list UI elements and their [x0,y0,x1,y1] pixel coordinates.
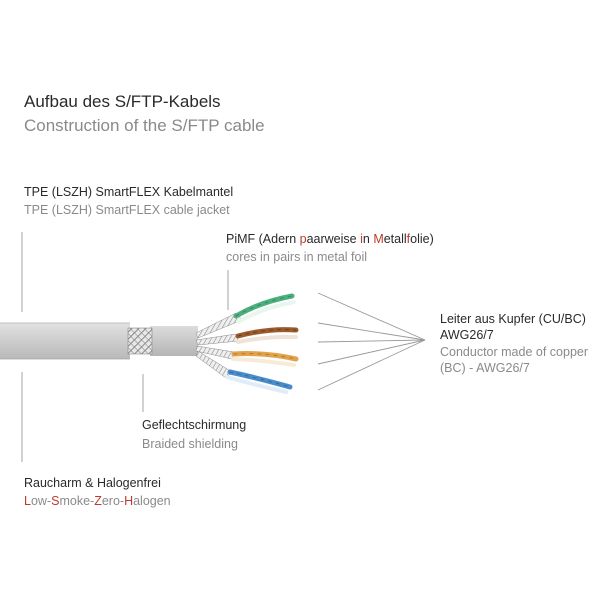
leader-conductor-3 [317,339,426,343]
pair-brown [235,327,299,344]
pair-green [233,293,296,324]
label-lszh-en-part: S [51,494,60,508]
leader-conductor-5 [317,339,426,391]
label-jacket-en: TPE (LSZH) SmartFLEX cable jacket [24,203,230,217]
label-conductor-en-1: Conductor made of copper [440,345,589,359]
braided-shield [127,327,153,355]
label-conductor-en-2: (BC) - AWG26/7 [440,361,530,375]
foil-pairs [195,312,243,379]
label-conductor-de-2: AWG26/7 [440,328,494,342]
label-pimf-de-part: PiMF (Adern [226,232,300,246]
label-pimf-de-part: p [299,232,307,246]
label-lszh-en-part: ero- [101,494,125,508]
label-lszh-en-part: Z [94,494,102,508]
label-lszh-en-part: ow- [30,494,52,508]
label-lszh-en-part: alogen [133,494,171,508]
leader-conductor-2 [317,322,426,341]
inner-sheath [150,326,198,356]
label-lszh-en-part: H [124,494,134,508]
label-lszh-en-part: moke- [59,494,95,508]
leader-conductor-4 [317,339,426,365]
leader-conductor-1 [317,292,426,341]
title-german: Aufbau des S/FTP-Kabels [24,92,221,111]
pair-blue [225,369,293,394]
label-pimf-de-part: n [362,232,374,246]
label-pimf-de-part: i [360,232,363,246]
label-pimf-de-part: M [373,232,384,246]
label-lszh-en: Low-Smoke-Zero-Halogen [24,494,171,508]
label-braid-de: Geflechtschirmung [142,418,247,432]
leader-lines [21,232,426,462]
label-pimf-en: cores in pairs in metal foil [226,250,368,264]
label-pimf-de-part: aarweise [306,232,361,246]
label-pimf-de: PiMF (Adern paarweise in Metallfolie) [226,232,434,246]
label-conductor-de-1: Leiter aus Kupfer (CU/BC) [440,312,586,326]
title-english: Construction of the S/FTP cable [24,116,265,135]
cable-jacket [0,323,130,359]
pair-orange [231,351,299,367]
label-braid-en: Braided shielding [142,437,238,451]
label-jacket-de: TPE (LSZH) SmartFLEX Kabelmantel [24,185,234,199]
label-pimf-de-part: etall [383,232,407,246]
label-lszh-en-part: L [24,494,31,508]
label-lszh-de: Raucharm & Halogenfrei [24,476,161,490]
label-pimf-de-part: olie) [410,232,434,246]
label-pimf-de-part: f [406,232,411,246]
